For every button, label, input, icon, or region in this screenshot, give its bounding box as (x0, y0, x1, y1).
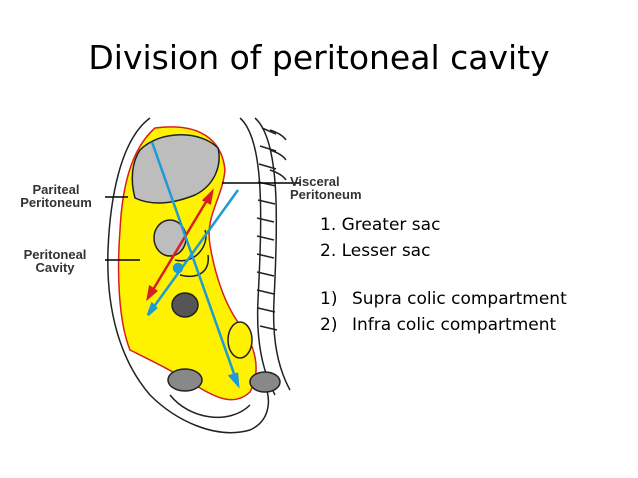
compartment-number: 1) (320, 289, 338, 309)
sac-item: 2. Lesser sac (320, 241, 431, 261)
cavity-label-line2: Cavity (35, 260, 75, 275)
peritoneal-cavity-label: Peritoneal Cavity (14, 248, 96, 274)
pelvic-floor (169, 394, 251, 418)
compartment-text: Infra colic compartment (352, 315, 557, 335)
visceral-label-line2: Peritoneum (290, 187, 362, 202)
compartment-item: 1) Supra colic compartment (320, 286, 567, 312)
lesser-sac-arrow (146, 188, 214, 302)
bladder-organ (249, 371, 281, 393)
visceral-peritoneum-label: Visceral Peritoneum (290, 175, 390, 201)
greater-sac-arrows (146, 141, 240, 389)
content-list: 1. Greater sac 2. Lesser sac 1) Supra col… (320, 212, 567, 338)
pariteal-label-line2: Peritoneum (20, 195, 92, 210)
liver-organ (131, 134, 220, 204)
spine-illustration (239, 117, 291, 396)
compartment-number: 2) (320, 315, 338, 335)
peritoneum-diagram (105, 117, 300, 434)
slide-title: Division of peritoneal cavity (88, 38, 550, 77)
sac-item: 1. Greater sac (320, 215, 441, 235)
compartment-item: 2) Infra colic compartment (320, 312, 567, 338)
body-outline (107, 117, 270, 434)
leader-lines (105, 182, 300, 261)
pariteal-peritoneum-label: Pariteal Peritoneum (12, 183, 100, 209)
pariteal-label-line1: Pariteal (32, 182, 80, 197)
transverse-colon-organ (171, 292, 199, 318)
small-intestine-organ (227, 321, 253, 359)
cavity-label-line1: Peritoneal (23, 247, 87, 262)
compartment-text: Supra colic compartment (352, 289, 567, 309)
rectum-organ (167, 368, 203, 392)
visceral-label-line1: Visceral (290, 174, 340, 189)
